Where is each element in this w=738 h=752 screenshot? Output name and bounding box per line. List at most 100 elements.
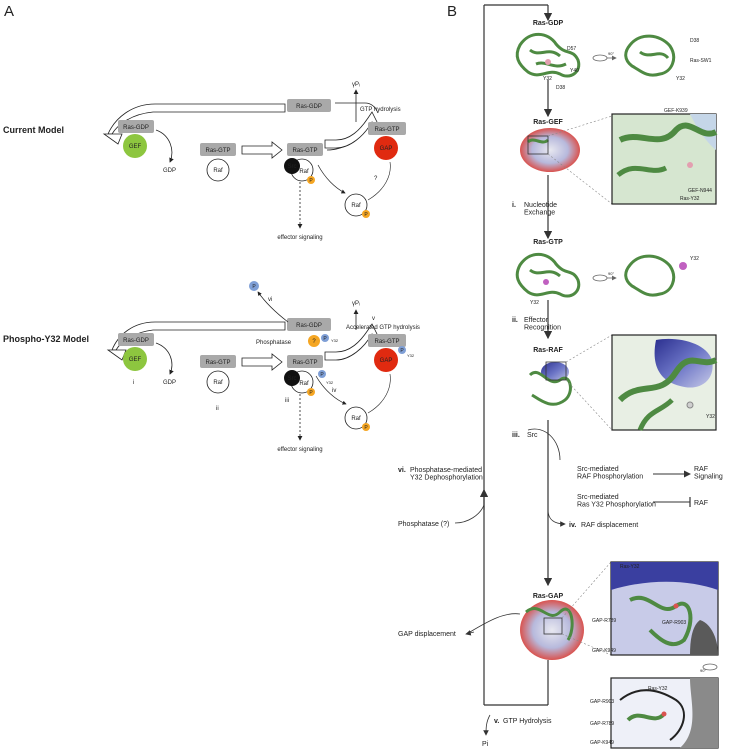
ras-gdp-label: Ras-GDP <box>296 104 322 110</box>
p-label: P <box>309 178 313 184</box>
y32-label: Y32 <box>530 300 539 306</box>
ras-gdp-title: Ras-GDP <box>533 20 564 27</box>
step-ii-label: ii <box>216 406 219 412</box>
step-iv-label: iv. <box>569 522 576 529</box>
gef-k939-label: GEF-K939 <box>664 108 688 114</box>
gdp-label: GDP <box>163 168 176 174</box>
phosphatase-circle <box>308 335 320 347</box>
raf-circle <box>344 193 368 217</box>
svg-text:90°: 90° <box>608 271 614 276</box>
step-vi-label: vi. <box>398 467 406 474</box>
raf-label: Raf <box>351 203 361 209</box>
src-circle <box>284 158 300 174</box>
current-model: Current Model Ras-GDP GEF GDP Ras-GTP Ra… <box>3 82 406 241</box>
ras-gap-inset-bottom <box>610 677 719 749</box>
gap-r903-label: GAP-R903 <box>590 699 614 705</box>
p-label: P <box>323 336 327 342</box>
ras-gtp-title: Ras-GTP <box>533 239 563 246</box>
rotate-icon: 90° <box>700 663 718 673</box>
phospho-dot <box>362 210 370 218</box>
y32-label: Y32 <box>543 76 552 82</box>
raf-displacement-label: RAF displacement <box>581 522 638 529</box>
y40-label: Y40 <box>570 68 579 74</box>
p-label: P <box>320 372 324 378</box>
gtp-hydrolysis-label: GTP hydrolysis <box>360 107 401 113</box>
ras-gtp-label: Ras-GTP <box>292 360 317 366</box>
pi-label: Pi <box>482 741 489 748</box>
gdp-label: GDP <box>163 380 176 386</box>
free-p-dot <box>249 281 259 291</box>
raf-label: Raf <box>299 169 309 175</box>
phospho-dot <box>307 388 315 396</box>
gap-displacement-label: GAP displacement <box>398 631 456 638</box>
step-vi-label: vi <box>268 297 272 303</box>
gap-circle <box>374 348 398 372</box>
ras-gdp-label: Ras-GDP <box>123 125 149 131</box>
raf-circle <box>206 158 230 182</box>
gef-circle <box>123 134 147 158</box>
raf-label: Raf <box>299 381 309 387</box>
ras-gap-surface <box>520 600 584 660</box>
d57-label: D57 <box>567 46 576 52</box>
rotate-icon: 90° <box>592 271 617 282</box>
ras-gtp-box-mid <box>200 143 236 156</box>
ras-raf-title: Ras-RAF <box>533 347 563 354</box>
y32-label: Y32 <box>706 414 715 420</box>
y32-label: Y32 <box>676 76 685 82</box>
effector-signaling-label: effector signaling <box>277 447 322 453</box>
d38-label: D38 <box>556 85 565 91</box>
src-label: Src <box>527 432 538 439</box>
ras-gdp-box-left <box>118 333 154 346</box>
effector-signaling-label: effector signaling <box>277 235 322 241</box>
step-v-label: v. <box>494 718 499 725</box>
panel-b-flow <box>479 4 553 706</box>
raf-circle <box>206 370 230 394</box>
gap-label: GAP <box>380 358 393 364</box>
ras-gtp-label: Ras-GTP <box>205 360 230 366</box>
step-ii-label: ii. <box>512 317 518 324</box>
gef-label: GEF <box>129 357 142 363</box>
p-label: P <box>252 284 256 290</box>
ras-y32-label: Ras-Y32 <box>680 196 700 202</box>
accel-hydrolysis-label: Accelerated GTP hydrolysis <box>346 325 420 331</box>
activation-arrow <box>241 141 283 159</box>
gtp-hydrolysis-label: GTP Hydrolysis <box>503 718 552 725</box>
ras-gtp-label: Ras-GTP <box>374 339 399 345</box>
phosphatase-label: Phosphatase <box>256 340 292 346</box>
ras-gdp-label: Ras-GDP <box>123 338 149 344</box>
phospho-model: Phospho-Y32 Model Ras-GDP GEF i GDP Ras-… <box>3 281 420 453</box>
ras-gap-title: Ras-GAP <box>533 593 564 600</box>
ras-gtp-box-mid <box>200 355 236 368</box>
gap-r789-label: GAP-R789 <box>592 618 616 624</box>
phosphatase-q-label: Phosphatase (?) <box>398 521 449 528</box>
ras-gap-inset <box>610 561 719 656</box>
phospho-dot <box>362 423 370 431</box>
gef-label: GEF <box>129 144 142 150</box>
ras-gtp-structure-rotated <box>624 254 676 297</box>
ras-gef-surface <box>520 128 580 172</box>
gap-k949-label: GAP-K949 <box>592 648 616 654</box>
raf-inhib-label: RAF <box>694 500 708 507</box>
y32p-dot <box>398 346 406 354</box>
raf-circle <box>344 406 368 430</box>
ras-gtp-label: Ras-GTP <box>292 148 317 154</box>
gef-n944-label: GEF-N944 <box>688 188 712 194</box>
step-iii-label: iii <box>285 398 289 404</box>
ras-gdp-label: Ras-GDP <box>296 323 322 329</box>
y32p-dot <box>318 370 326 378</box>
gap-k949-label: GAP-K949 <box>590 740 614 746</box>
ras-gtp-gap-box <box>368 122 406 135</box>
panel-a-label: A <box>4 3 14 20</box>
panel-b-label: B <box>447 3 457 20</box>
ras-gdp-box-top <box>287 99 331 112</box>
y32p-dot <box>321 334 329 342</box>
ras-gdp-structure <box>515 32 581 78</box>
ras-gef-title: Ras-GEF <box>533 119 563 126</box>
gamma-pi-label: γPᵢ <box>352 82 360 88</box>
